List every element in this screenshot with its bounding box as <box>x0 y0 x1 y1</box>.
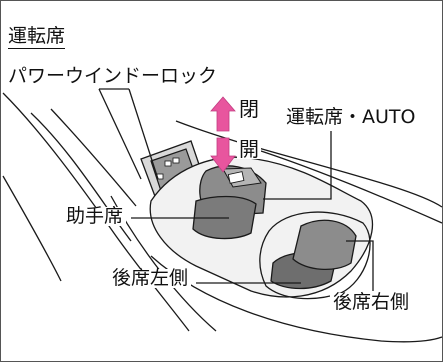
lock-icon-2 <box>172 157 180 164</box>
door-line-8 <box>260 150 443 224</box>
door-line-1 <box>2 92 190 332</box>
rear-left-label: 後席左側 <box>109 269 192 288</box>
leader-lines <box>98 88 374 291</box>
close-label: 閉 <box>237 97 261 121</box>
leader-rear-right <box>346 240 374 291</box>
rear-switch-housing <box>259 211 371 300</box>
passenger-label: 助手席 <box>63 207 127 226</box>
leader-lock-b <box>128 88 159 180</box>
auto-icon <box>227 171 245 184</box>
open-close-arrows <box>210 96 236 173</box>
leader-lock-a <box>98 88 142 180</box>
close-arrow-icon <box>210 96 236 132</box>
door-line-3 <box>50 108 137 207</box>
door-line-2 <box>30 112 132 242</box>
rear-right-switch <box>292 219 357 271</box>
rear-right-label: 後席右側 <box>330 293 413 312</box>
leader-driver-auto <box>263 131 332 200</box>
power-window-lock-label: パワーウインドーロック <box>8 65 218 87</box>
driver-auto-label: 運転席・AUTO <box>284 106 418 128</box>
lock-icon-1 <box>164 160 172 167</box>
open-label: 開 <box>237 137 261 161</box>
door-line-4 <box>2 175 62 282</box>
section-title: 運転席 <box>8 25 66 49</box>
door-line-7 <box>175 120 443 208</box>
open-arrow-icon <box>210 137 236 173</box>
